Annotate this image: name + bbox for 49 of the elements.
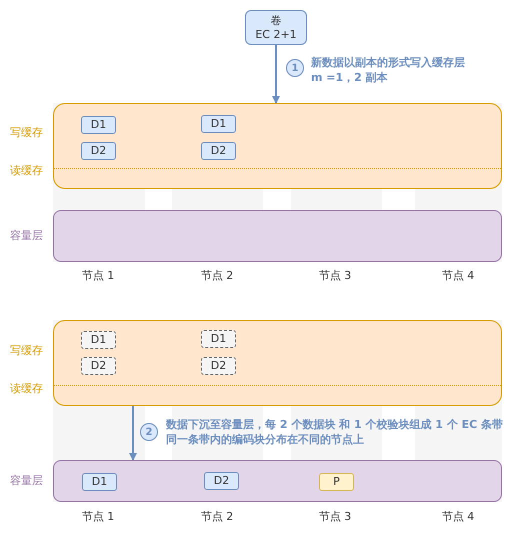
node-text: D2 [210,142,226,159]
node-text: D2 [210,358,226,374]
dashed-data-block [201,357,236,375]
volume-box [245,10,307,45]
cache-layer-box [53,103,502,189]
node-name-label: 节点 2 [200,269,234,283]
node-name-label: 节点 3 [318,510,352,524]
dashed-data-block [81,331,116,349]
layer-label: 容量层 [10,229,43,243]
edge-label: 新数据以副本的形式写入缓存层 m =1，2 副本 [311,55,466,85]
node-text: EC 2+1 [255,28,297,42]
node-name-label: 节点 1 [82,269,114,283]
dashed-data-block [201,330,236,348]
node-text: D1 [90,332,106,348]
arrow [272,45,280,104]
node-text: D2 [90,358,106,374]
dashed-data-block [81,357,116,375]
node-text: D2 [90,142,106,159]
data-block [204,472,239,490]
node-text: D1 [210,330,226,347]
node-name-label: 节点 1 [82,510,114,524]
node-name-label: 节点 4 [442,269,474,283]
layer-label: 读缓存 [10,164,43,178]
step-number: 2 [140,423,158,441]
data-block [201,142,236,160]
node-text: D1 [210,116,226,132]
layer-label: 读缓存 [10,382,43,396]
node-heading: 卷 [270,14,282,28]
node-name-label: 节点 3 [318,269,352,283]
step-number: 1 [286,59,304,77]
layer-label: 容量层 [10,474,43,488]
data-block [82,473,117,491]
node-name-label: 节点 4 [442,510,474,524]
data-block [201,115,236,133]
capacity-layer-box [53,210,502,262]
node-text: P [333,474,340,490]
node-name-label: 节点 2 [200,510,234,524]
arrow [129,406,137,461]
parity-block [319,473,354,491]
node-text: D1 [90,116,106,133]
capacity-layer-box [53,460,502,502]
node-text: D2 [214,472,230,489]
layer-label: 写缓存 [10,344,43,358]
data-block [81,142,116,160]
data-block [81,116,116,134]
cache-layer-box [53,320,502,406]
edge-label: 数据下沉至容量层，每 2 个数据块 和 1 个校验块组成 1 个 EC 条带同一条带内的编码块分布在不同的节点上 [166,417,504,447]
node-text: D1 [92,474,108,490]
layer-label: 写缓存 [10,126,43,140]
